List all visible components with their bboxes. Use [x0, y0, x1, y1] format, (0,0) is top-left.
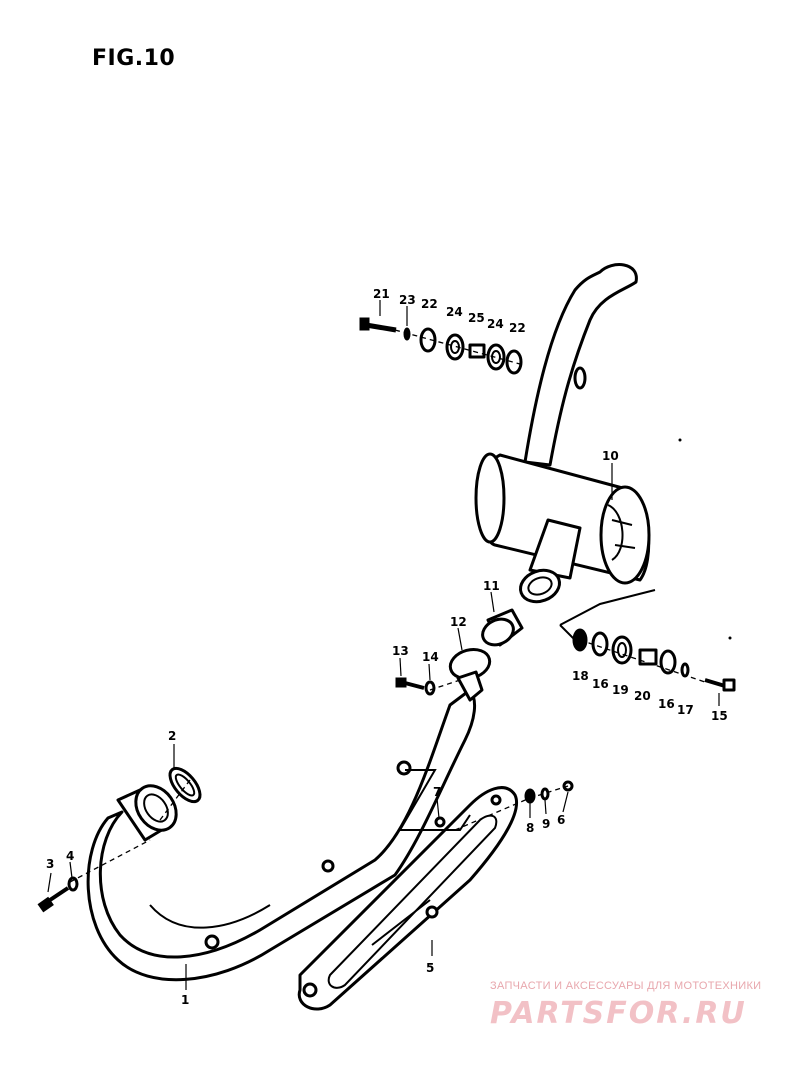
callout-24a: 24	[446, 305, 463, 319]
collar-part-25	[468, 343, 486, 359]
callout-22a: 22	[421, 297, 438, 311]
watermark-tagline: ЗАПЧАСТИ И АКСЕССУАРЫ ДЛЯ МОТОТЕХНИКИ	[490, 980, 762, 992]
callout-1: 1	[181, 993, 189, 1007]
washer-part-16b	[659, 649, 677, 675]
callout-8: 8	[526, 821, 534, 835]
nut-part-17	[680, 662, 690, 678]
washer-part-22b	[505, 349, 523, 375]
callout-10: 10	[602, 449, 619, 463]
callout-3: 3	[46, 857, 54, 871]
callout-9: 9	[542, 817, 550, 831]
heat-shield-part-5	[297, 786, 518, 1011]
callout-12: 12	[450, 615, 467, 629]
callout-7: 7	[433, 785, 441, 799]
grommet-part-19	[611, 635, 633, 665]
callout-14: 14	[422, 650, 439, 664]
bolt-part-15	[704, 678, 736, 692]
grommet-part-24b	[486, 343, 506, 371]
collar-part-20	[638, 648, 658, 666]
bolt-part-7	[434, 816, 446, 828]
sleeve-part-11	[481, 608, 524, 647]
washer-part-16a	[591, 631, 609, 657]
callout-11: 11	[483, 579, 500, 593]
callout-leaders	[47, 300, 720, 990]
callout-20: 20	[634, 689, 651, 703]
callout-22b: 22	[509, 321, 526, 335]
washer-part-14	[424, 680, 436, 696]
figure-title: FIG.10	[92, 46, 176, 71]
muffler-part-10	[474, 263, 656, 641]
callout-19: 19	[612, 683, 629, 697]
callout-6: 6	[557, 813, 565, 827]
washer-part-23	[403, 327, 411, 341]
assembly-lines	[69, 329, 706, 883]
washer-part-8	[524, 788, 536, 804]
callout-16b: 16	[658, 697, 675, 711]
callout-16a: 16	[592, 677, 609, 691]
clamp-part-12	[448, 648, 492, 702]
callout-25: 25	[468, 311, 485, 325]
bolt-part-21	[359, 317, 397, 333]
callout-5: 5	[426, 961, 434, 975]
callout-13: 13	[392, 644, 409, 658]
callout-23: 23	[399, 293, 416, 307]
callout-2: 2	[168, 729, 176, 743]
washer-part-22a	[419, 327, 437, 353]
watermark-logo: PARTSFOR.RU	[490, 996, 747, 1031]
callout-21: 21	[373, 287, 390, 301]
exhaust-pipe-part-1	[86, 688, 477, 982]
bolt-part-3	[37, 886, 70, 913]
grommet-part-24a	[445, 333, 465, 361]
bolt-part-13	[395, 677, 425, 690]
callout-18: 18	[572, 669, 589, 683]
callout-4: 4	[66, 849, 74, 863]
washer-part-9	[540, 787, 550, 801]
callout-24b: 24	[487, 317, 504, 331]
callout-17: 17	[677, 703, 694, 717]
callout-15: 15	[711, 709, 728, 723]
